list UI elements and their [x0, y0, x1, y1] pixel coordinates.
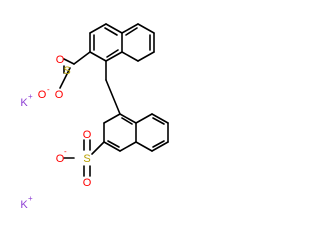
- molecule-svg: O S O O - K + O S O O - K +: [20, 23, 169, 211]
- lower-sulfonate-group: [63, 139, 105, 177]
- oxygen-label-upper-3: O: [38, 89, 47, 101]
- oxygen-label-lower-1: O: [83, 129, 92, 141]
- oxygen-label-lower-3: O: [56, 153, 65, 165]
- sulfur-label-lower: S: [83, 153, 90, 165]
- plus-charge-bottom: +: [28, 194, 33, 203]
- oxygen-label-lower-2: O: [83, 177, 92, 189]
- lower-naphthalene: [103, 113, 169, 152]
- minus-charge-upper: -: [47, 85, 50, 94]
- sulfur-label-upper: S: [63, 65, 70, 77]
- minus-charge-lower: -: [64, 147, 67, 156]
- potassium-label-top: K: [20, 97, 28, 109]
- upper-naphthalene: [89, 23, 155, 62]
- oxygen-label-upper-2: O: [55, 89, 64, 101]
- plus-charge-top: +: [28, 92, 33, 101]
- oxygen-label-upper-1: O: [56, 54, 65, 66]
- methylene-bridge: [105, 60, 121, 115]
- chemical-structure-diagram: O S O O - K + O S O O - K +: [20, 23, 169, 211]
- potassium-label-bottom: K: [20, 199, 28, 211]
- upper-sulfonate-group: [59, 51, 91, 89]
